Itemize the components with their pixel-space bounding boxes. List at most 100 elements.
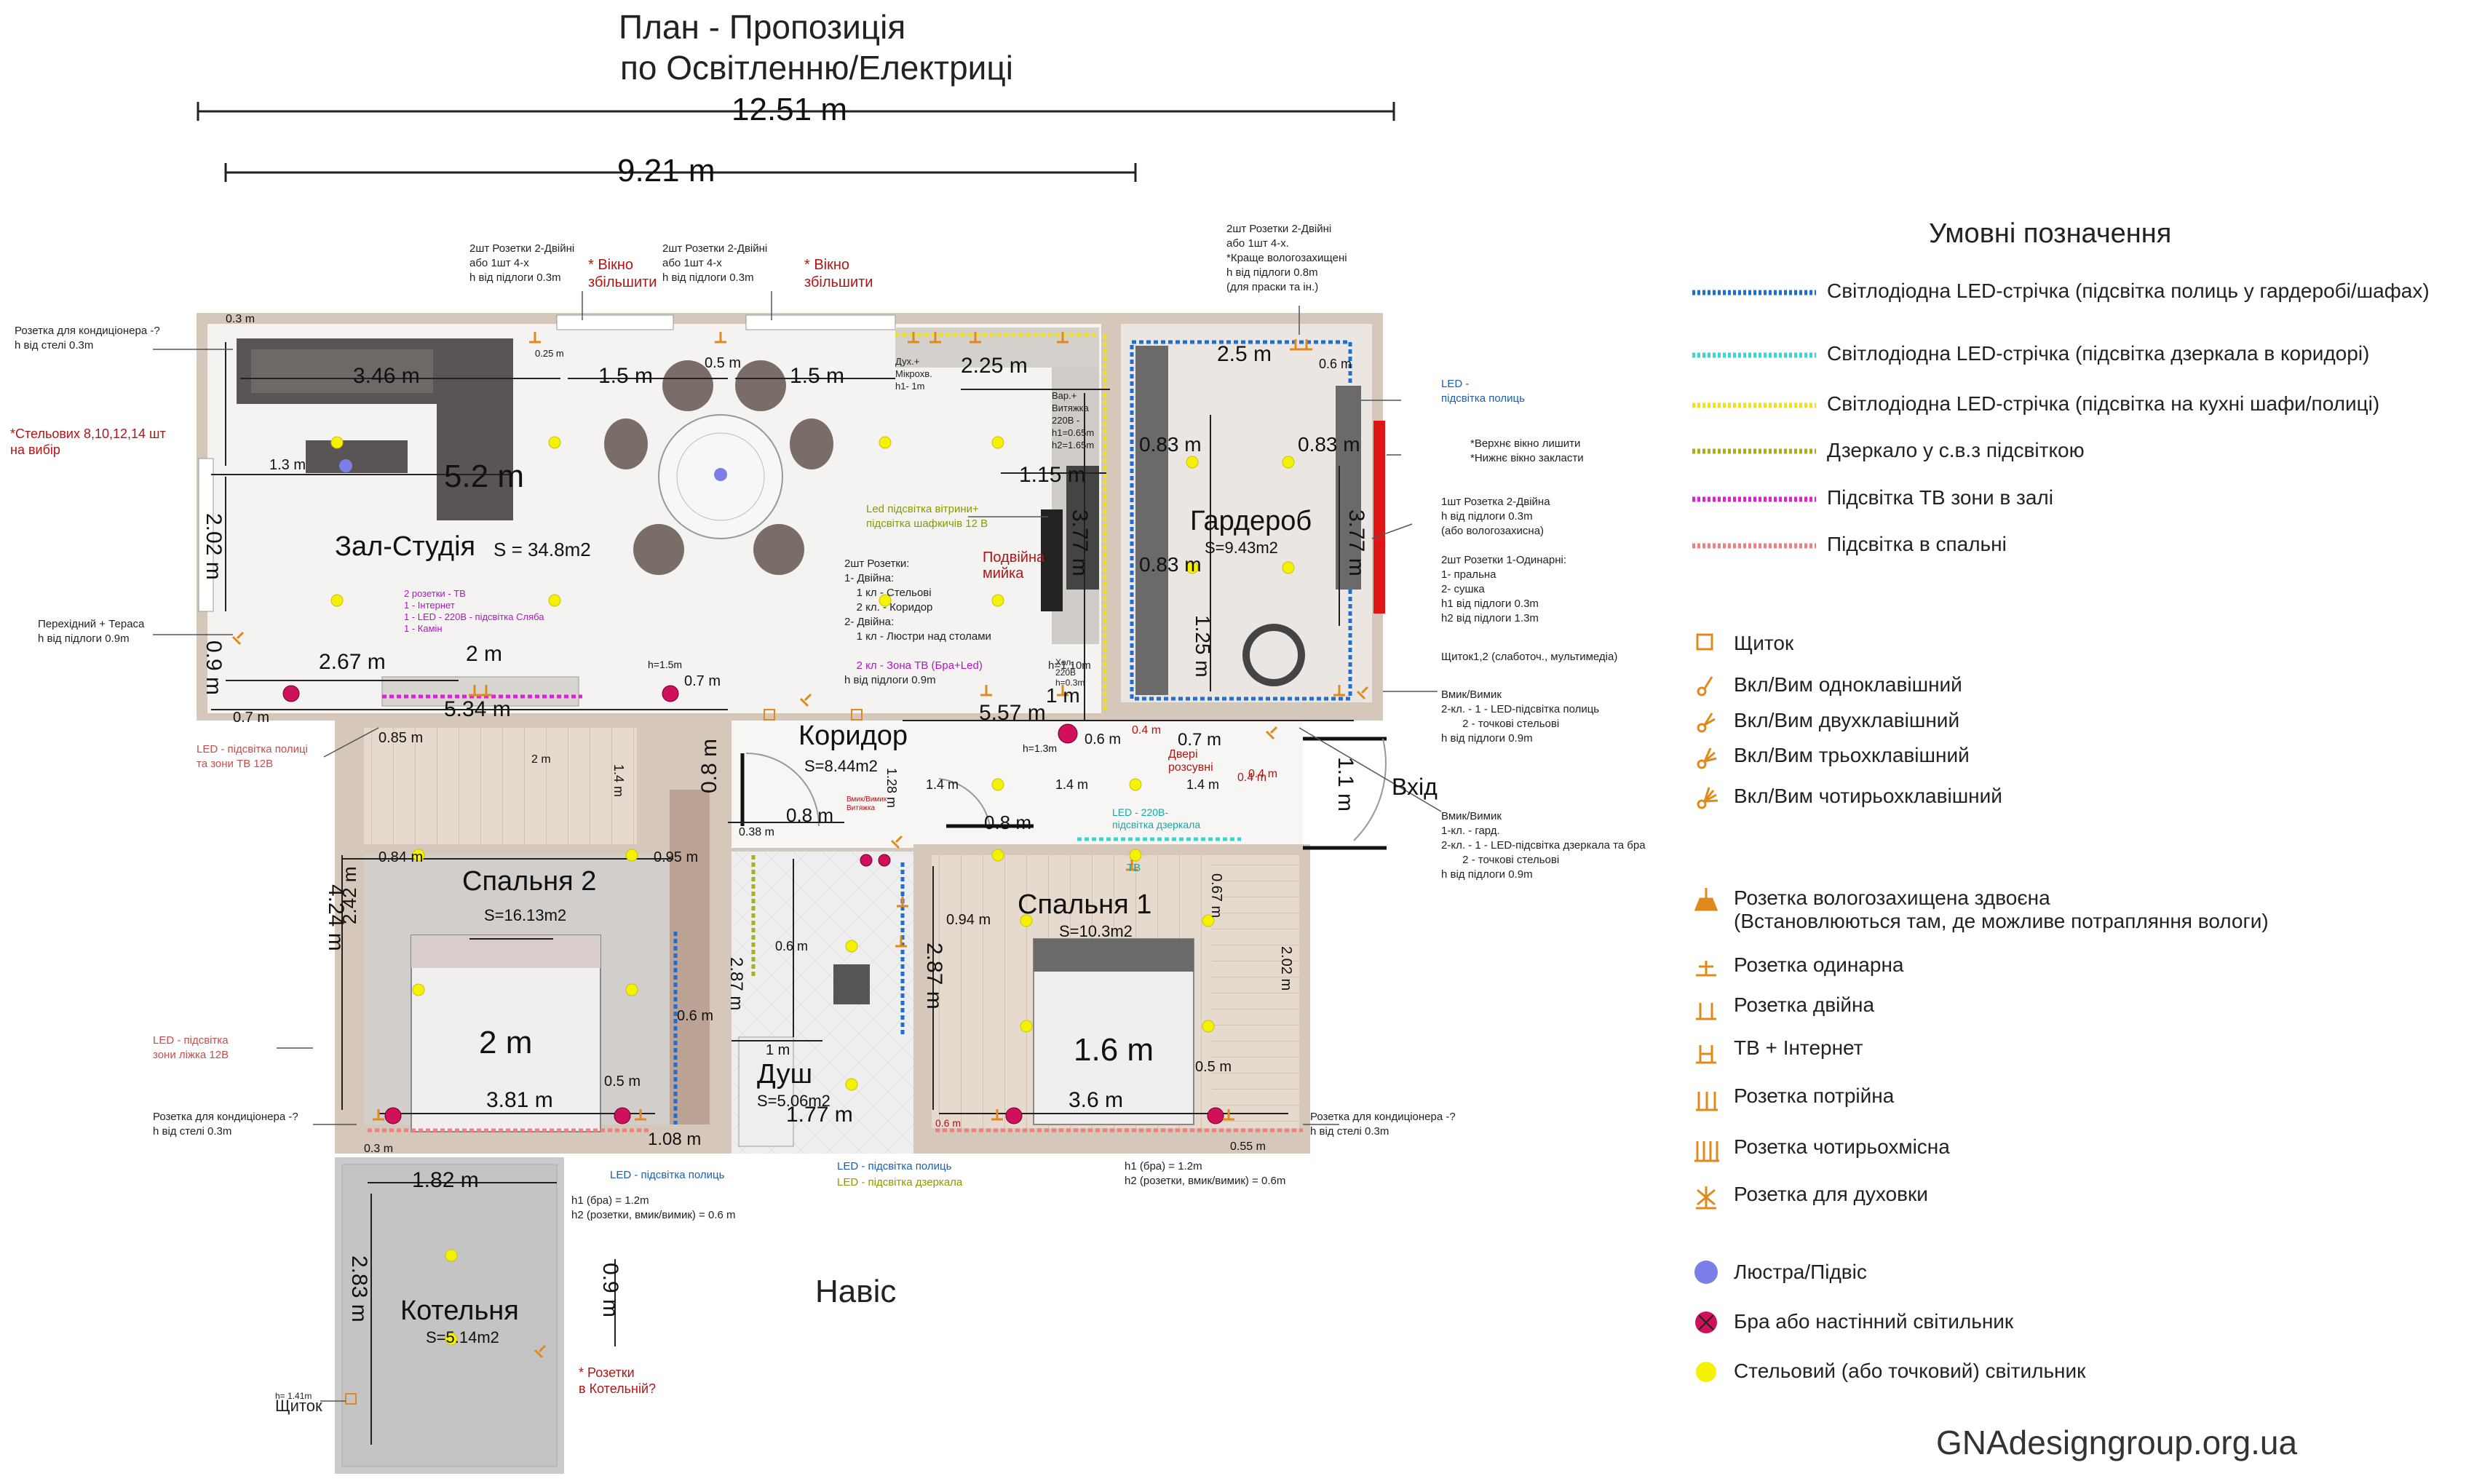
dim-1m-b: 1 m	[766, 1042, 790, 1058]
note-sockets-right-2: 2шт Розетки 1-Одинарні: 1- пральна 2- су…	[1441, 554, 1567, 624]
socket-oven-icon	[1696, 1186, 1716, 1210]
switch-1-icon	[1697, 676, 1713, 697]
room-wardrobe-area: S=9.43m2	[1205, 539, 1278, 557]
socket-single-icon	[1696, 961, 1716, 977]
dim-08b: 0.8 m	[786, 804, 834, 826]
room-boiler-name: Котельня	[400, 1295, 519, 1326]
dim-s242: 2.42 m	[338, 866, 360, 925]
dim-s067: 0.67 m	[1208, 873, 1224, 918]
room-wardrobe-name: Гардероб	[1190, 506, 1312, 536]
note-tv: ТВ	[1127, 862, 1141, 874]
dim-s04b: 0.4 m	[1237, 771, 1267, 784]
dim-07b: 0.7 m	[684, 673, 721, 689]
dim-225: 2.25 m	[961, 354, 1028, 378]
dim-s202: 2.02 m	[1278, 946, 1294, 991]
ceiling-light-icon	[1696, 1362, 1716, 1382]
legend-socket-7: Розетка для духовки	[1734, 1183, 1928, 1205]
sconce-icon	[1695, 1312, 1717, 1333]
legend-line-swatches	[1692, 290, 1816, 549]
note-led-shelves-2: LED - підсвітка полиць	[610, 1169, 725, 1181]
socket-quad-icon	[1694, 1141, 1719, 1162]
legend-light-1: Люстра/Підвіс	[1734, 1261, 1867, 1283]
dim-267: 2.67 m	[319, 650, 386, 674]
note-doors: Двері розсувні	[1168, 748, 1213, 774]
dim-09: 0.9 m	[202, 640, 226, 696]
note-ceiling-models: *Стельовиx 8,10,12,14 шт на вибір	[10, 426, 166, 457]
dim-1m: 1 m	[1046, 684, 1080, 707]
room-living-name: Зал-Студія	[335, 531, 476, 562]
legend-socket-3: Розетка двійна	[1734, 993, 1875, 1016]
dim-287a: 2.87 m	[726, 957, 746, 1011]
dim-s095: 0.95 m	[654, 849, 699, 865]
dim-557: 5.57 m	[979, 701, 1046, 725]
legend-socket-2: Розетка одинарна	[1734, 953, 1904, 976]
room-bedroom1-area: S=10.3m2	[1059, 922, 1133, 940]
note-led-shelves: LED - підсвітка полиць	[1441, 378, 1525, 405]
dim-s14a: 1.4 m	[926, 777, 959, 792]
dim-s06c: 0.6 m	[775, 939, 809, 953]
dim-s05: 0.5 m	[604, 1074, 641, 1090]
legend-switch-2: Вкл/Вим одноклавішний	[1734, 673, 1962, 696]
inner-dimension	[224, 163, 1137, 182]
dim-s14d: 1.4 m	[611, 764, 626, 798]
legend-switch-3: Вкл/Вим двухклавішний	[1734, 709, 1960, 731]
note-led-vitrine: Led підсвітка вітрини+ підсвітка шафкичі…	[866, 503, 988, 530]
dim-534: 5.34 m	[444, 697, 511, 721]
legend-light-3: Стельовий (або точковий) світильник	[1734, 1360, 2086, 1382]
chandeliers	[339, 459, 727, 481]
dim-s055: 0.55 m	[1230, 1140, 1266, 1153]
dim-07c: 0.7 m	[1178, 730, 1222, 750]
legend-title: Умовні позначення	[1929, 218, 2172, 249]
note-heights-2: h1 (бра) = 1.2m h2 (розетки, вмик/вимик)…	[1125, 1160, 1286, 1187]
note-sockets-list-h: h від підлоги 0.9m	[844, 674, 936, 686]
ceiling-lights	[330, 436, 1295, 1346]
dim-s06b: 0.6 m	[1319, 357, 1352, 371]
plan-title-line1: План - Пропозиція	[619, 8, 906, 46]
switch-3-icon	[1697, 747, 1717, 769]
dim-s085: 0.85 m	[378, 730, 424, 746]
dim-16: 1.6 m	[1074, 1032, 1154, 1068]
dim-h13: h=1.3m	[1023, 742, 1058, 754]
legend-line-2: Світлодіодна LED-стрічка (підсвітка дзер…	[1827, 342, 2370, 365]
room-shower-area: S=5.06m2	[757, 1092, 830, 1110]
legend-socket-icons	[1694, 888, 1719, 1210]
dim-182: 1.82 m	[412, 1168, 479, 1192]
note-sockets-wardrobe: 2шт Розетки 2-Двійні або 1шт 4-х. *Краще…	[1226, 223, 1347, 293]
legend-light-2: Бра або настінний світильник	[1734, 1310, 2014, 1333]
room-corridor-name: Коридор	[798, 721, 908, 751]
dim-s06d: 0.6 m	[935, 1117, 962, 1129]
dim-08c: 0.8 m	[984, 812, 1032, 833]
dim-s14b: 1.4 m	[1055, 777, 1089, 792]
room-corridor-area: S=8.44m2	[804, 757, 878, 775]
dim-s2m: 2 m	[531, 753, 551, 766]
dim-08a: 0.8 m	[697, 738, 721, 793]
note-led-tv: LED - підсвітка полиці та зони ТВ 12В	[197, 743, 308, 770]
website-label[interactable]: GNAdesigngroup.org.ua	[1936, 1424, 2298, 1461]
legend-line-5: Підсвітка ТВ зони в залі	[1827, 486, 2053, 509]
plan-title-line2: по Освітленню/Електриці	[620, 49, 1013, 87]
dim-06: 0.6 m	[1085, 731, 1122, 747]
wardrobe-red-bar	[1373, 421, 1385, 614]
awning-label: Навіс	[815, 1274, 897, 1309]
entry-label: Вхід	[1392, 774, 1438, 800]
dim-083c: 0.83 m	[1139, 553, 1202, 576]
room-living-area: S = 34.8m2	[493, 539, 591, 560]
note-switch-small: Вмик/Вимик Витяжка	[847, 795, 887, 812]
legend-line-1: Світлодіодна LED-стрічка (підсвітка поли…	[1827, 279, 2430, 302]
dim-h15: h=1.5m	[648, 659, 683, 670]
legend-socket-5: Розетка потрійна	[1734, 1084, 1895, 1107]
legend-socket-1b: (Встановлюються там, де можливе потрапля…	[1734, 910, 2269, 932]
note-sockets-1: 2шт Розетки 2-Двійні або 1шт 4-х h від п…	[469, 242, 575, 284]
dim-377b: 3.77 m	[1344, 509, 1368, 576]
dim-115: 1.15 m	[1019, 463, 1086, 487]
note-window-1: * Вікно збільшити	[588, 257, 657, 290]
dim-inner: 9.21 m	[617, 153, 715, 189]
socket-tv-icon	[1696, 1045, 1716, 1064]
note-led-mirror-2: LED - підсвітка дзеркала	[837, 1176, 963, 1189]
panel-icon	[1696, 633, 1713, 651]
dim-s04c: 0.4 m	[1248, 768, 1278, 780]
note-hood: Вар.+ Витяжка 220В - h1=0.65m h2=1.65m	[1052, 390, 1095, 451]
legend-switch-icons	[1696, 633, 1718, 809]
legend-socket-1: Розетка вологозахищена здвоєна	[1734, 886, 2050, 909]
room-shower-name: Душ	[757, 1059, 813, 1090]
